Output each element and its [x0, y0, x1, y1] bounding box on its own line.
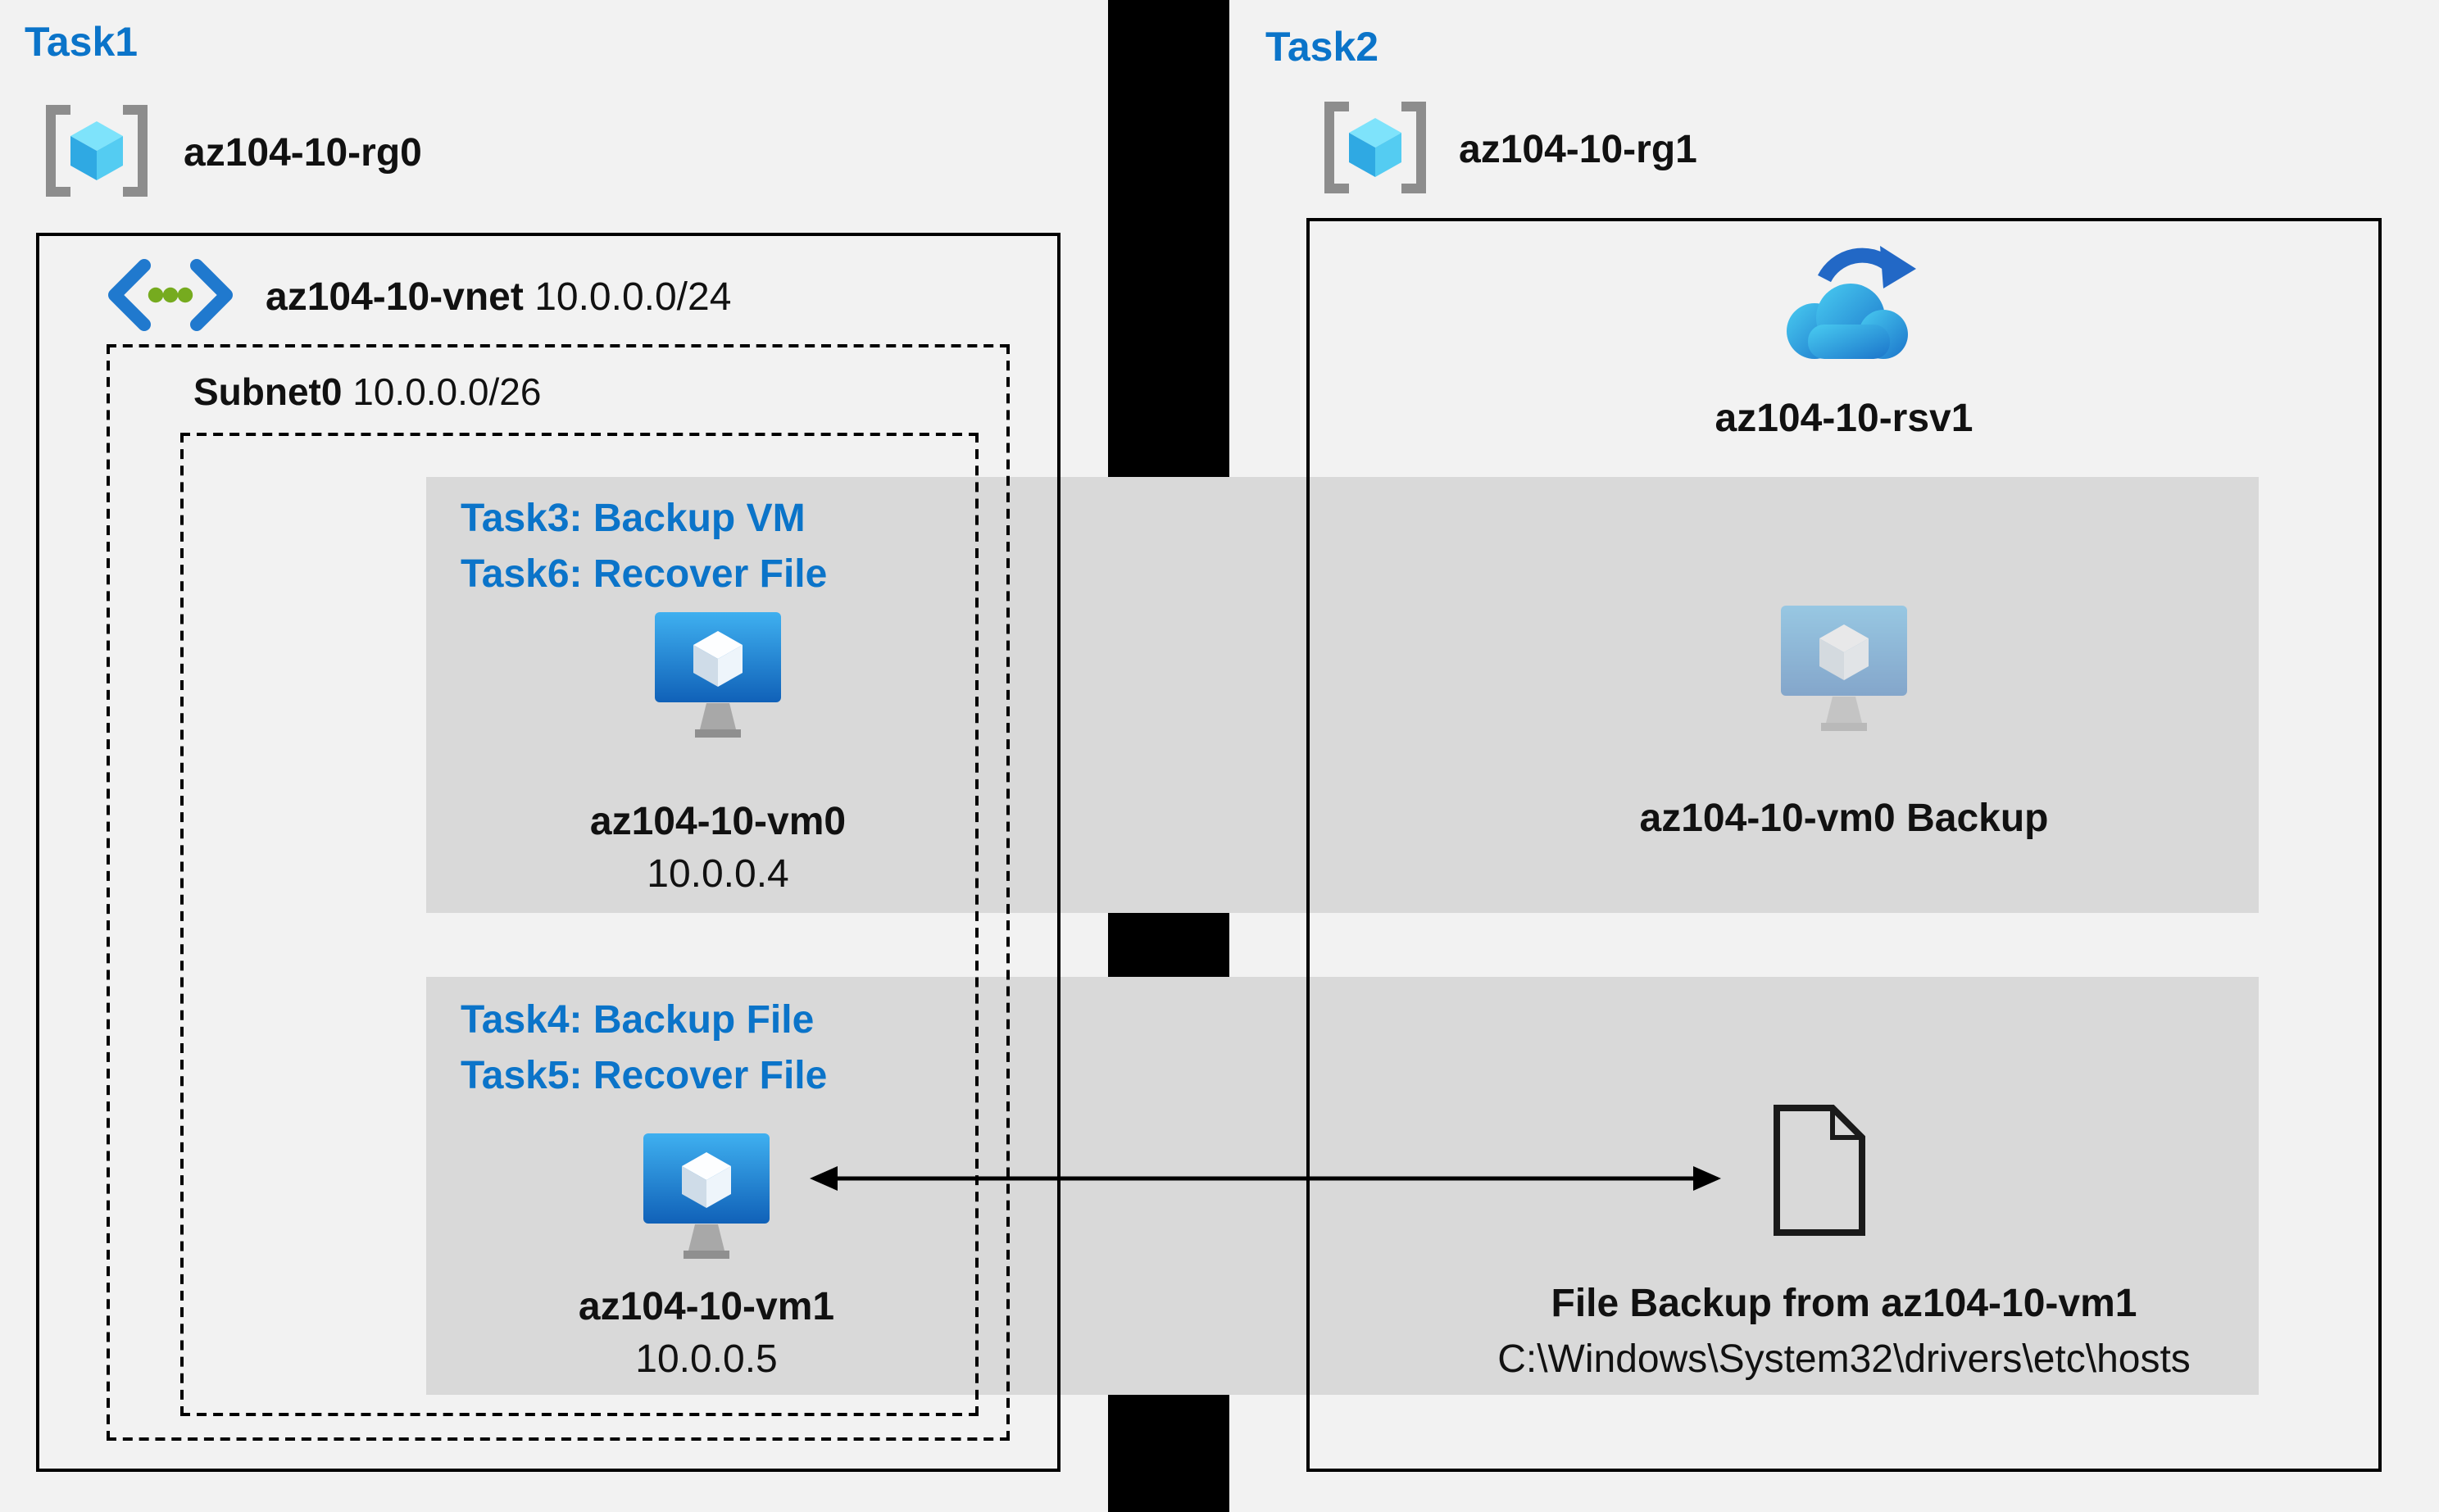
subnet0-cidr: 10.0.0.0/26	[352, 370, 542, 413]
vnet-name: az104-10-vnet	[266, 275, 524, 320]
task6-line: Task6: Recover File	[461, 552, 828, 597]
resource-group-1-icon	[1321, 98, 1429, 197]
vnet-cidr: 10.0.0.0/24	[534, 275, 732, 320]
vm0-backup-label: az104-10-vm0 Backup	[1639, 797, 2049, 841]
file-backup-title: File Backup from az104-10-vm1	[1551, 1282, 2137, 1326]
file-backup-path: C:\Windows\System32\drivers\etc\hosts	[1497, 1337, 2191, 1382]
subnet0-inner-box	[180, 433, 979, 1416]
subnet0-label: Subnet0 10.0.0.0/26	[193, 370, 541, 415]
resource-group-0-label: az104-10-rg0	[184, 131, 422, 175]
vm1-ip: 10.0.0.5	[635, 1337, 778, 1382]
vm0-ip: 10.0.0.4	[647, 852, 789, 897]
resource-group-0-icon	[43, 102, 151, 200]
vm0-backup-icon	[1778, 603, 1910, 744]
vnet-label: az104-10-vnet 10.0.0.0/24	[266, 275, 731, 321]
backup-arrow	[806, 1157, 1724, 1200]
vm0-task-list: Task3: Backup VM Task6: Recover File	[461, 492, 827, 603]
vm1-icon	[641, 1131, 772, 1272]
subnet0-name: Subnet0	[193, 370, 343, 413]
task5-line: Task5: Recover File	[461, 1054, 828, 1098]
vm0-name: az104-10-vm0	[589, 800, 847, 844]
task2-heading: Task2	[1265, 25, 1379, 70]
resource-group-1-label: az104-10-rg1	[1459, 128, 1697, 172]
recovery-vault-label: az104-10-rsv1	[1715, 397, 1973, 441]
vnet-box	[36, 233, 1061, 1472]
subnet0-box	[107, 344, 1010, 1441]
vm0-icon	[652, 610, 783, 751]
task4-line: Task4: Backup File	[461, 998, 815, 1042]
recovery-vault-icon	[1765, 226, 1923, 370]
vm1-name: az104-10-vm1	[578, 1285, 835, 1329]
vm1-task-list: Task4: Backup File Task5: Recover File	[461, 993, 827, 1105]
task3-line: Task3: Backup VM	[461, 497, 806, 541]
vnet-icon	[105, 256, 236, 334]
rg1-box	[1306, 218, 2382, 1472]
task1-heading: Task1	[25, 20, 139, 66]
file-icon	[1767, 1101, 1872, 1239]
